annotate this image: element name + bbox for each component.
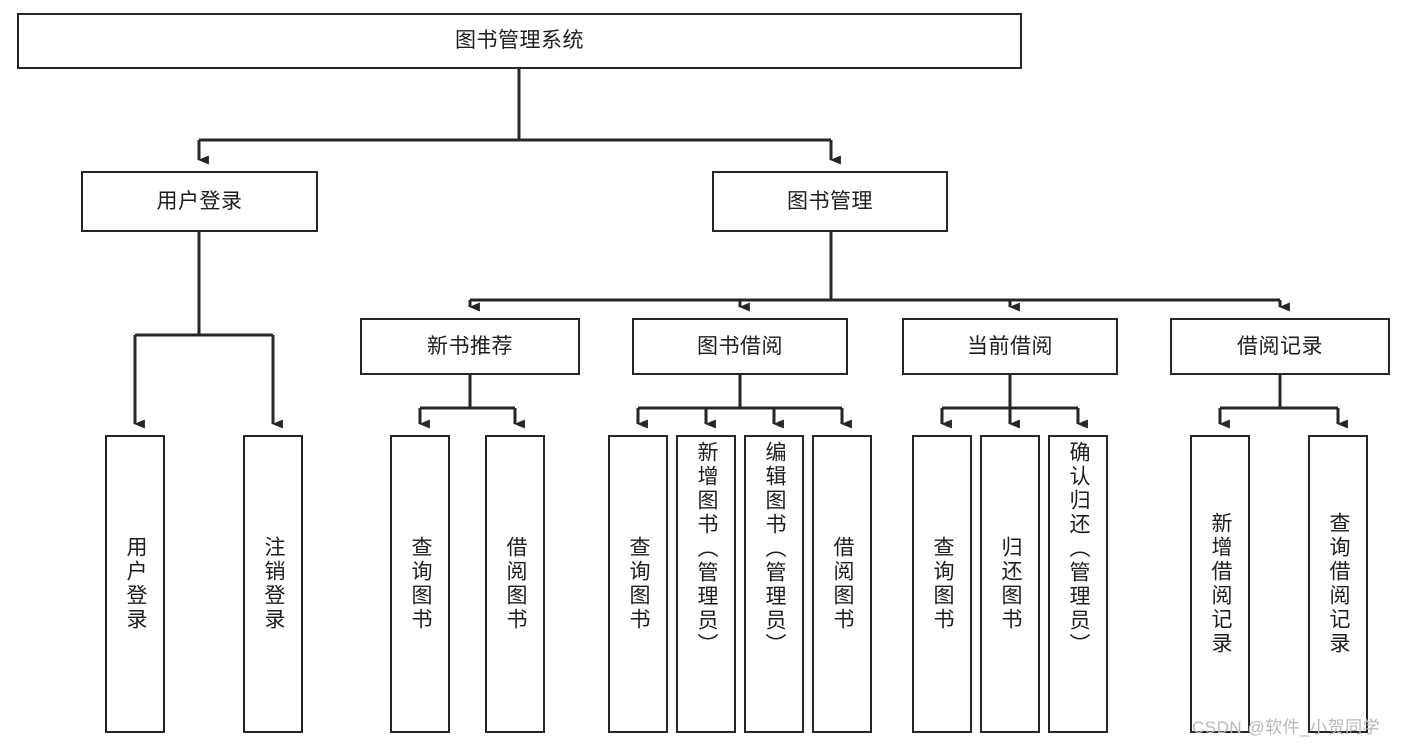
node-leaf-borrow-book-label: 借阅图书	[831, 536, 855, 632]
node-book-manage-label: 图书管理	[787, 189, 873, 213]
node-leaf-return-book[interactable]: 归还图书	[980, 435, 1040, 733]
node-user-login[interactable]: 用户登录	[81, 171, 318, 232]
node-leaf-confirm-return-admin-label: 确认归还（管理员）	[1067, 441, 1091, 657]
node-leaf-borrow-book[interactable]: 借阅图书	[812, 435, 872, 733]
node-current-borrow-label: 当前借阅	[967, 334, 1053, 358]
node-leaf-add-book-admin[interactable]: 新增图书（管理员）	[676, 435, 736, 733]
node-leaf-query-book-borrow[interactable]: 查询图书	[608, 435, 668, 733]
node-leaf-add-book-admin-label: 新增图书（管理员）	[695, 441, 719, 657]
node-leaf-user-login-label: 用户登录	[124, 536, 148, 632]
node-leaf-edit-book-admin[interactable]: 编辑图书（管理员）	[744, 435, 804, 733]
node-leaf-add-borrow-record-label: 新增借阅记录	[1209, 512, 1233, 656]
node-leaf-query-borrow-record-label: 查询借阅记录	[1327, 512, 1351, 656]
node-new-book-recommend[interactable]: 新书推荐	[360, 318, 580, 375]
node-leaf-query-borrow-record[interactable]: 查询借阅记录	[1308, 435, 1368, 733]
node-leaf-edit-book-admin-label: 编辑图书（管理员）	[763, 441, 787, 657]
node-leaf-user-login[interactable]: 用户登录	[105, 435, 165, 733]
node-book-borrow[interactable]: 图书借阅	[632, 318, 848, 375]
node-leaf-query-book-rec-label: 查询图书	[409, 536, 433, 632]
node-leaf-borrow-book-rec-label: 借阅图书	[504, 536, 528, 632]
node-leaf-logout-label: 注销登录	[262, 536, 286, 632]
node-new-book-recommend-label: 新书推荐	[427, 334, 513, 358]
node-leaf-query-book-borrow-label: 查询图书	[627, 536, 651, 632]
node-book-manage[interactable]: 图书管理	[712, 171, 948, 232]
node-leaf-add-borrow-record[interactable]: 新增借阅记录	[1190, 435, 1250, 733]
node-current-borrow[interactable]: 当前借阅	[902, 318, 1118, 375]
node-leaf-query-book-rec[interactable]: 查询图书	[390, 435, 450, 733]
node-leaf-return-book-label: 归还图书	[999, 536, 1023, 632]
node-user-login-label: 用户登录	[156, 189, 243, 213]
node-leaf-logout[interactable]: 注销登录	[243, 435, 303, 733]
node-root-label: 图书管理系统	[455, 29, 584, 53]
node-borrow-record-label: 借阅记录	[1237, 334, 1323, 358]
node-borrow-record[interactable]: 借阅记录	[1170, 318, 1390, 375]
node-leaf-borrow-book-rec[interactable]: 借阅图书	[485, 435, 545, 733]
node-root[interactable]: 图书管理系统	[17, 13, 1022, 69]
node-leaf-query-book-current-label: 查询图书	[931, 536, 955, 632]
node-leaf-confirm-return-admin[interactable]: 确认归还（管理员）	[1048, 435, 1108, 733]
node-leaf-query-book-current[interactable]: 查询图书	[912, 435, 972, 733]
node-book-borrow-label: 图书借阅	[697, 334, 783, 358]
